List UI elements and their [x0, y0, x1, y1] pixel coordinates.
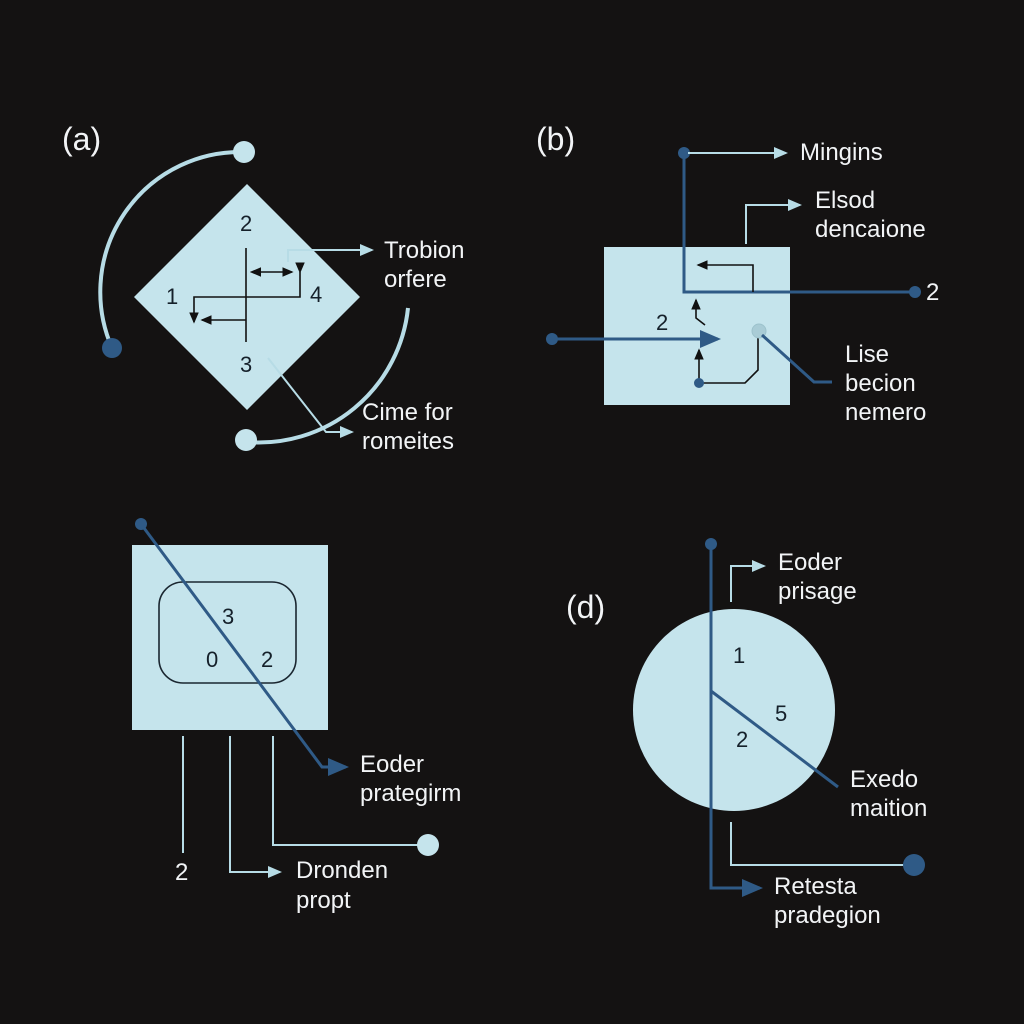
num-3: 3: [222, 604, 234, 629]
num-4: 4: [310, 282, 322, 307]
num-0: 0: [206, 647, 218, 672]
callout-elsod-l1: Elsod: [815, 187, 875, 214]
panel-b-label: (b): [536, 121, 575, 157]
diagonal-connector: [139, 523, 349, 776]
callout-eoder-l2: prategirm: [360, 780, 461, 807]
callout-retesta-l2: pradegion: [774, 902, 881, 929]
callout-line-lise: [760, 333, 832, 384]
num-2: 2: [240, 211, 252, 236]
panel-a: (a) 2 1 4 3 Trobion orfere Cime for rome…: [62, 121, 464, 455]
callout-elsod-l2: dencaione: [815, 216, 926, 243]
callout-exedo-l2: maition: [850, 795, 927, 822]
callout-trobion-l1: Trobion: [384, 237, 464, 264]
node-right: [909, 286, 921, 298]
feedback-path: [699, 338, 759, 384]
callout-dronden-l1: Dronden: [296, 857, 388, 884]
square-shape: [132, 545, 328, 730]
callout-cime-l2: romeites: [362, 428, 454, 455]
callout-trobion-l2: orfere: [384, 266, 447, 293]
callout-lise-l2: becion: [845, 370, 916, 397]
callout-mingins: Mingins: [800, 139, 883, 166]
node-inner: [694, 378, 704, 388]
num-2: 2: [736, 727, 748, 752]
panel-b: (b) 2 Mingins Elsod dencaione 2 Lise bec…: [536, 121, 939, 426]
num-2: 2: [656, 310, 668, 335]
panel-a-label: (a): [62, 121, 101, 157]
node-top: [678, 147, 690, 159]
callout-eoder-l1: Eoder: [778, 549, 842, 576]
small-hook-arrow: [691, 298, 706, 326]
callout-line-cime: [267, 357, 354, 438]
callout-eoder-l1: Eoder: [360, 751, 424, 778]
panel-d: (d) 1 5 2 Eoder prisage Exedo maition Re…: [566, 538, 927, 929]
callout-lise-l3: nemero: [845, 399, 926, 426]
endpoint-number: 2: [926, 279, 939, 306]
lead-middle: [229, 736, 282, 878]
panel-d-label: (d): [566, 589, 605, 625]
orbit-node-left: [102, 338, 122, 358]
lead-right: [272, 736, 420, 846]
bottom-number: 2: [175, 859, 188, 886]
node-bottom-right: [417, 834, 439, 856]
node-left: [546, 333, 558, 345]
num-1: 1: [166, 284, 178, 309]
callout-cime-l1: Cime for: [362, 399, 453, 426]
orbit-arc-top: [98, 149, 245, 349]
node-top: [705, 538, 717, 550]
rounded-region: [158, 581, 297, 684]
callout-retesta-l1: Retesta: [774, 873, 857, 900]
flow-arrow-main: [189, 262, 305, 324]
callout-line-eoder: [730, 560, 766, 602]
orbit-node-top: [233, 141, 255, 163]
num-5: 5: [775, 701, 787, 726]
callout-dronden-l2: propt: [296, 887, 351, 914]
callout-exedo-l1: Exedo: [850, 766, 918, 793]
orbit-node-bottom: [235, 429, 257, 451]
return-arrow: [696, 260, 754, 292]
node-bottom-right: [903, 854, 925, 876]
num-1: 1: [733, 643, 745, 668]
vertical-connector: [709, 544, 763, 897]
diagonal-divider: [710, 689, 839, 789]
lead-bottom: [730, 822, 905, 866]
callout-lise-l1: Lise: [845, 341, 889, 368]
callout-line-trobion: [287, 244, 374, 262]
callout-eoder-l2: prisage: [778, 578, 857, 605]
connector-main: [682, 153, 912, 294]
num-2: 2: [261, 647, 273, 672]
callout-line-elsod: [745, 199, 802, 244]
panel-c: 3 0 2 Eoder prategirm 2 Dronden propt: [132, 518, 461, 914]
orbit-arc-bottom: [245, 307, 410, 445]
num-3: 3: [240, 352, 252, 377]
node-top-left: [135, 518, 147, 530]
